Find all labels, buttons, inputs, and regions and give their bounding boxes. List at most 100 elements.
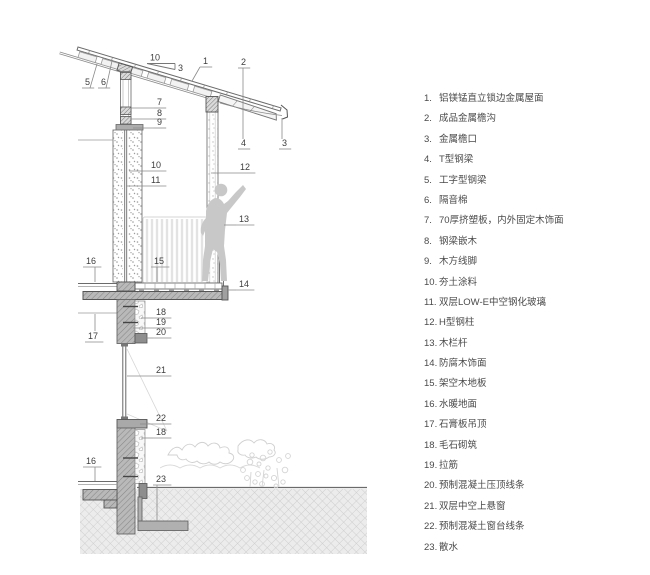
callout-number: 9	[157, 117, 162, 127]
earth-render-inner	[127, 130, 142, 282]
callout-6: 6	[98, 60, 113, 89]
legend-item-number: 11.	[424, 296, 437, 308]
legend-item-number: 9.	[424, 256, 432, 268]
eave-soffit-line	[219, 102, 283, 116]
beam-wood-insert	[120, 106, 132, 115]
legend-item-label: 防腐木饰面	[439, 358, 487, 370]
gutter-seam	[232, 100, 238, 107]
legend-item: 2. 成品金属檐沟	[424, 113, 644, 133]
window-frame-bottom	[121, 416, 128, 420]
legend-item: 17. 石膏板吊顶	[424, 419, 644, 439]
beam-block	[120, 72, 132, 80]
callout-number: 2	[241, 57, 246, 67]
bush-outline	[167, 441, 235, 465]
legend-item-label: 石膏板吊顶	[439, 419, 487, 431]
eave-drip-edge	[280, 104, 289, 120]
radiator	[142, 216, 208, 284]
callout-22: 22	[140, 413, 172, 425]
legend-item-label: 钢梁嵌木	[439, 235, 478, 247]
callout-3: 3	[279, 118, 292, 150]
legend-item: 1. 铝镁锰直立锁边金属屋面	[424, 93, 644, 113]
roof-bottom-line2	[59, 53, 217, 102]
legend-item-number: 15.	[424, 378, 438, 390]
legend-item-number: 16.	[424, 398, 438, 410]
callout-number: 3	[282, 138, 287, 148]
legend-item-label: 70厚挤塑板，内外固定木饰面	[439, 215, 564, 227]
deck-board-gaps	[144, 283, 216, 289]
base-trim-block	[138, 483, 148, 499]
radiator-slats	[145, 219, 204, 282]
apron	[137, 496, 189, 531]
bush-outline2	[237, 439, 276, 460]
callout-number: 10	[151, 160, 161, 170]
legend-item-number: 5.	[424, 174, 432, 186]
figure-head	[214, 183, 228, 197]
gutter-seam	[249, 106, 255, 113]
callout-21: 21	[127, 365, 172, 377]
legend-item-number: 7.	[424, 215, 432, 227]
window-swing-line	[126, 348, 168, 432]
callout-9: 9	[133, 117, 167, 129]
legend-item: 4. T型钢梁	[424, 154, 644, 174]
legend-item: 5. 工字型钢梁	[424, 175, 644, 195]
callout-12: 12	[211, 162, 256, 174]
legend-item: 9. 木方线脚	[424, 256, 644, 276]
foundation-wall	[116, 427, 136, 535]
metal-roof-sheet	[76, 46, 282, 112]
flower-cluster	[240, 449, 291, 489]
callout-leader	[89, 63, 98, 89]
legend-item-number: 23.	[424, 541, 438, 553]
legend-item-number: 3.	[424, 133, 432, 145]
roof-battens	[77, 51, 213, 98]
callout-leader	[105, 60, 113, 89]
callout-leader	[191, 66, 201, 82]
figure-body	[200, 185, 246, 281]
legend-item-number: 14.	[424, 358, 438, 370]
legend-item-label: T型钢梁	[439, 154, 474, 166]
legend-item: 19. 拉筋	[424, 460, 644, 480]
legend-item: 20. 预制混凝土压顶线条	[424, 480, 644, 500]
slope-symbol: 10 3	[146, 53, 183, 73]
legend-item-label: 架空木地板	[439, 378, 487, 390]
legend-item-number: 20.	[424, 480, 438, 492]
slope-rise-label: 3	[178, 63, 183, 73]
legend-panel: 1. 铝镁锰直立锁边金属屋面 2. 成品金属檐沟 3. 金属檐口 4. T型钢梁…	[424, 93, 644, 562]
legend-item: 22. 预制混凝土窗台线条	[424, 521, 644, 541]
legend-item-label: 预制混凝土压顶线条	[439, 480, 525, 492]
legend-item-label: 成品金属檐沟	[439, 113, 497, 125]
legend-item-label: 夯土涂料	[439, 276, 478, 288]
legend-item-label: 金属檐口	[439, 133, 478, 145]
legend-item: 13. 木栏杆	[424, 338, 644, 358]
deck-boards	[134, 282, 223, 290]
callout-10: 10	[129, 160, 167, 172]
legend-item: 15. 架空木地板	[424, 378, 644, 398]
deck-fascia	[221, 285, 229, 301]
wall-base-block	[116, 281, 136, 292]
legend-item-label: 木方线脚	[439, 256, 478, 268]
legend-item-number: 10.	[424, 276, 438, 288]
legend-item-number: 17.	[424, 419, 438, 431]
legend-item: 21. 双层中空上悬窗	[424, 501, 644, 521]
callout-16: 16	[83, 256, 102, 282]
callout-14: 14	[228, 279, 255, 291]
vegetation	[159, 439, 291, 489]
callout-19: 19	[133, 317, 172, 329]
beam-wood-insert2	[120, 116, 132, 125]
callout-1: 1	[191, 56, 213, 82]
legend-item-label: H型钢柱	[439, 317, 475, 329]
callout-16: 16	[83, 456, 102, 481]
callout-18: 18	[141, 307, 172, 319]
callout-number: 17	[88, 331, 98, 341]
callout-number: 16	[86, 456, 96, 466]
slope-run-label: 10	[150, 53, 160, 63]
legend-item: 7. 70厚挤塑板，内外固定木饰面	[424, 215, 644, 235]
t-beam-joint	[205, 96, 219, 113]
legend-item: 10. 夯土涂料	[424, 277, 644, 297]
legend-item-label: 水暖地面	[439, 398, 478, 410]
callout-number: 1	[203, 56, 208, 66]
foundation	[78, 419, 148, 535]
legend-item-number: 22.	[424, 521, 438, 533]
callout-23: 23	[153, 474, 172, 521]
lower-wall	[78, 299, 148, 344]
